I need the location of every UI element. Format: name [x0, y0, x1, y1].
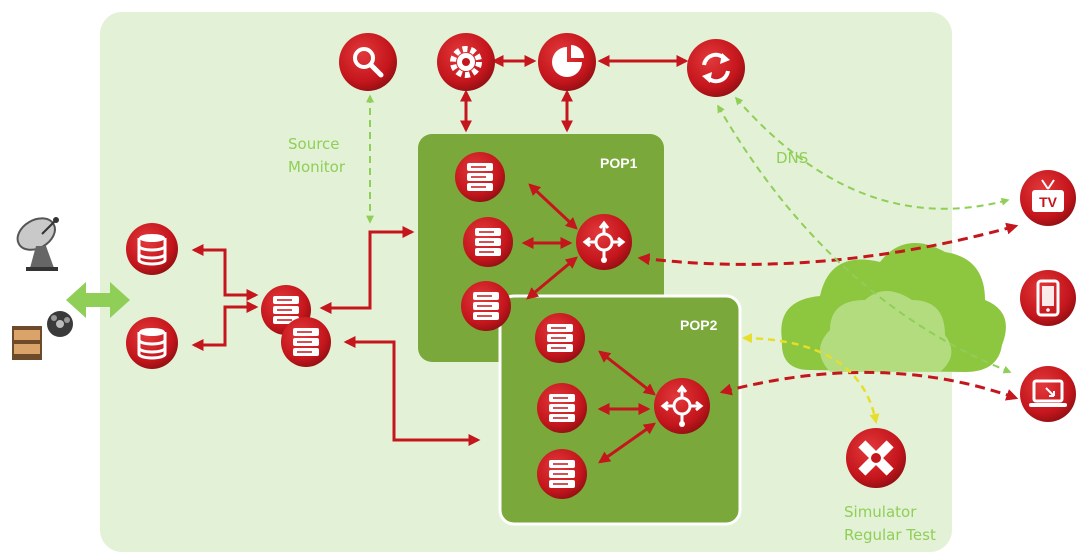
simulator-label-line2: Regular Test — [844, 526, 936, 544]
database-icon — [124, 315, 180, 371]
laptop-icon[interactable] — [1020, 366, 1076, 422]
pie-chart-icon[interactable] — [538, 33, 596, 91]
server-icon — [454, 151, 506, 203]
satellite-dish-icon — [16, 217, 59, 271]
tv-icon[interactable]: TV — [1020, 170, 1076, 226]
source-monitor-label-line1: Source — [288, 135, 340, 153]
sync-icon[interactable] — [687, 39, 745, 97]
gear-icon[interactable] — [437, 33, 495, 91]
database-icon — [124, 221, 180, 277]
tv-badge-label: TV — [1039, 194, 1058, 210]
server-icon — [462, 216, 514, 268]
pop2-label: POP2 — [680, 317, 718, 333]
server-icon — [536, 448, 588, 500]
load-balancer-icon — [574, 212, 634, 272]
server-icon — [534, 312, 586, 364]
server-icon — [460, 280, 512, 332]
dns-label: DNS — [776, 149, 808, 167]
yellow-test-line — [742, 333, 880, 424]
search-icon[interactable] — [339, 33, 397, 91]
source-monitor-label-line2: Monitor — [288, 158, 346, 176]
load-balancer-icon — [652, 376, 712, 436]
ingest-arrow-icon — [66, 282, 130, 318]
pop1-label: POP1 — [600, 155, 638, 171]
smartphone-icon[interactable] — [1020, 270, 1076, 326]
film-reel-icon — [12, 311, 73, 360]
green-dashed-lines — [366, 94, 1012, 374]
server-icon — [280, 316, 332, 368]
red-connections — [191, 55, 689, 464]
simulator-icon[interactable] — [846, 428, 906, 488]
server-icon — [536, 382, 588, 434]
simulator-label-line1: Simulator — [844, 503, 917, 521]
